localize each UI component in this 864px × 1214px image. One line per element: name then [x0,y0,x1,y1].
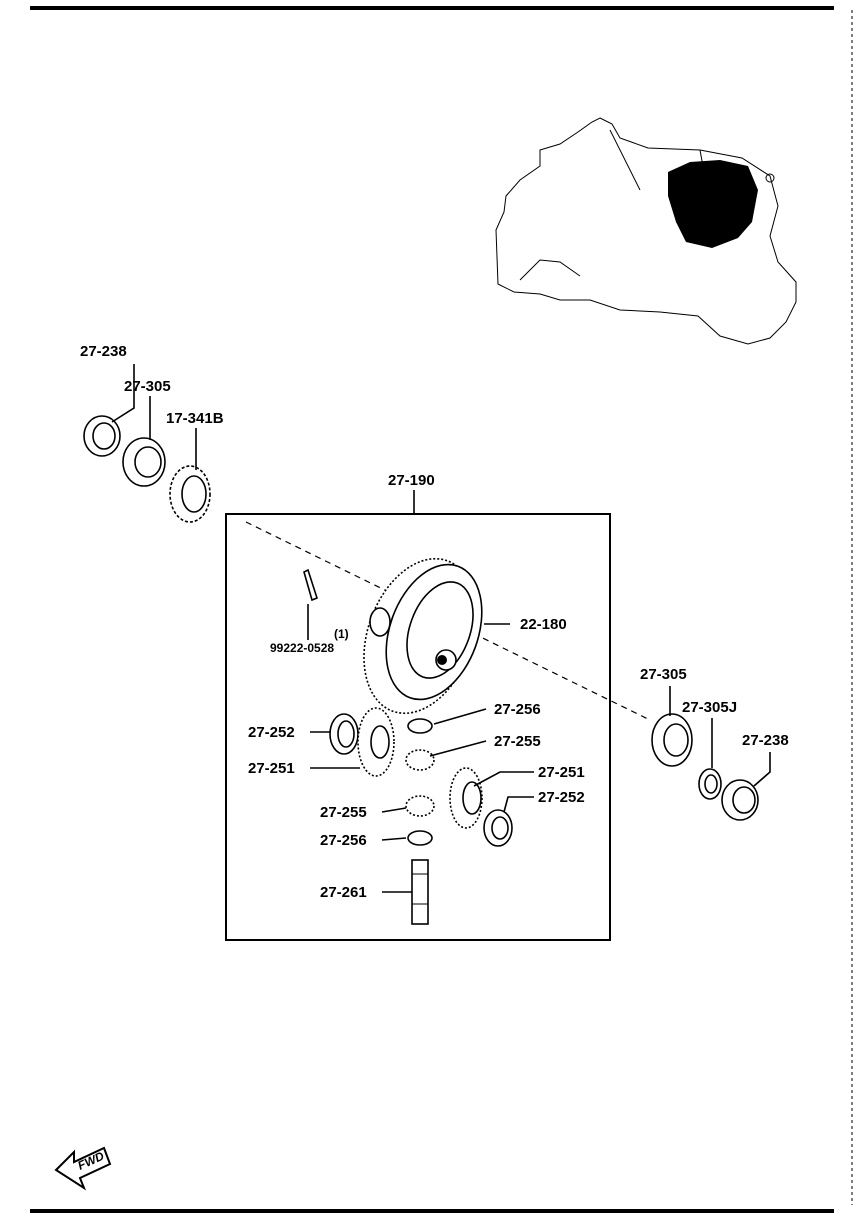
pin [303,568,318,602]
side-gear-right [449,767,483,829]
bearing-right [651,713,693,767]
speedometer-gear [169,465,211,523]
part-label-27-256-top: 27-256 [494,701,541,718]
part-label-27-251-left: 27-251 [248,760,295,777]
pinion-washer-top [407,718,433,734]
part-label-27-255-top: 27-255 [494,733,541,750]
part-label-27-305-right: 27-305 [640,666,687,683]
oil-seal-right [721,779,759,821]
part-label-99222-0528: 99222-0528 [270,641,334,655]
fwd-arrow-icon: FWD [54,1146,112,1191]
ring-gear [363,557,483,715]
part-label-17-341b: 17-341B [166,410,224,427]
pinion-washer-bottom [407,830,433,846]
bearing-left [122,437,166,487]
part-label-27-190: 27-190 [388,472,435,489]
thrust-washer-right [483,809,513,847]
thrust-washer-left [329,713,359,755]
pinion-gear-bottom [405,795,435,817]
part-label-27-238-left: 27-238 [80,343,127,360]
part-label-27-251-right: 27-251 [538,764,585,781]
part-label-27-255-bottom: 27-255 [320,804,367,821]
pinion-gear-top [405,749,435,771]
part-label-27-252-left: 27-252 [248,724,295,741]
part-label-27-252-right: 27-252 [538,789,585,806]
part-label-27-261: 27-261 [320,884,367,901]
quantity-label: (1) [334,627,349,641]
transaxle-housing [495,117,797,345]
part-label-27-305-left: 27-305 [124,378,171,395]
side-gear-left [357,707,395,777]
pinion-shaft [411,859,429,925]
differential-assembly-box [225,513,611,941]
part-label-22-180: 22-180 [520,616,567,633]
part-label-27-256-bottom: 27-256 [320,832,367,849]
part-label-27-305j: 27-305J [682,699,737,716]
oil-seal-left [83,415,121,457]
shim-right [698,768,722,800]
part-label-27-238-right: 27-238 [742,732,789,749]
